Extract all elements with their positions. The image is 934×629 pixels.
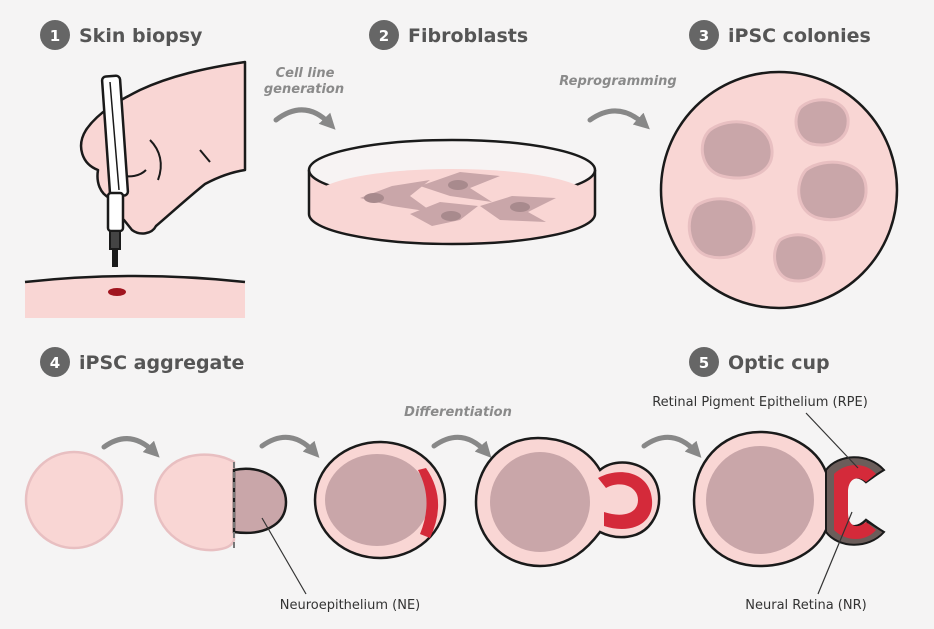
ne-callout-text: Neuroepithelium (NE)	[280, 598, 421, 613]
step-5-header: 5 Optic cup	[689, 347, 830, 377]
step-4-badge	[40, 347, 70, 377]
arrow-stage-1-2	[101, 436, 160, 458]
petri-dish-icon	[307, 138, 597, 246]
step-5-number: 5	[699, 354, 709, 372]
step-1-title: Skin biopsy	[79, 25, 203, 47]
reprogramming-label: Reprogramming	[559, 74, 676, 89]
step-2-header: 2 Fibroblasts	[369, 20, 528, 50]
neural-retina-early	[418, 468, 439, 538]
step-3-number: 3	[699, 27, 709, 45]
step-2-number: 2	[379, 27, 389, 45]
colony-plate-icon	[659, 70, 899, 310]
cell-line-label-line1: Cell line	[276, 66, 335, 81]
callout-neural-retina: Neural Retina (NR)	[745, 511, 867, 613]
arrow-cell-line-generation: Cell line generation	[264, 66, 344, 130]
aggregate-stage-1	[24, 450, 124, 550]
aggregate-stage-2	[154, 453, 288, 552]
step-1-badge	[40, 20, 70, 50]
step-3-badge	[689, 20, 719, 50]
aggregate-stage-4	[474, 436, 661, 568]
optic-cup	[692, 430, 886, 568]
step-4-header: 4 iPSC aggregate	[40, 347, 244, 377]
step-4-number: 4	[50, 354, 60, 372]
aggregate-stage-3	[313, 440, 447, 560]
step-4-title: iPSC aggregate	[79, 352, 244, 374]
arrow-reprogramming: Reprogramming	[559, 74, 677, 130]
hand-with-lancet-icon	[24, 60, 247, 318]
step-2-badge	[369, 20, 399, 50]
rpe-callout-text: Retinal Pigment Epithelium (RPE)	[652, 395, 868, 410]
step-2-title: Fibroblasts	[408, 25, 528, 47]
callout-neuroepithelium: Neuroepithelium (NE)	[261, 517, 421, 613]
step-3-title: iPSC colonies	[728, 25, 871, 47]
nr-callout-text: Neural Retina (NR)	[745, 598, 866, 613]
cell-line-label-line2: generation	[264, 82, 344, 97]
step-3-header: 3 iPSC colonies	[689, 20, 871, 50]
step-5-title: Optic cup	[728, 352, 830, 374]
step-5-badge	[689, 347, 719, 377]
neural-retina-layer	[834, 465, 876, 539]
step-1-header: 1 Skin biopsy	[40, 20, 203, 50]
arrow-stage-4-5	[641, 434, 702, 458]
step-1-number: 1	[50, 27, 60, 45]
callout-rpe: Retinal Pigment Epithelium (RPE)	[652, 395, 868, 469]
arrow-stage-2-3	[259, 434, 320, 458]
arrow-stage-3-4	[431, 434, 492, 458]
biopsy-wound	[108, 288, 126, 296]
neural-retina-evaginating	[598, 472, 653, 529]
differentiation-label: Differentiation	[404, 405, 512, 420]
